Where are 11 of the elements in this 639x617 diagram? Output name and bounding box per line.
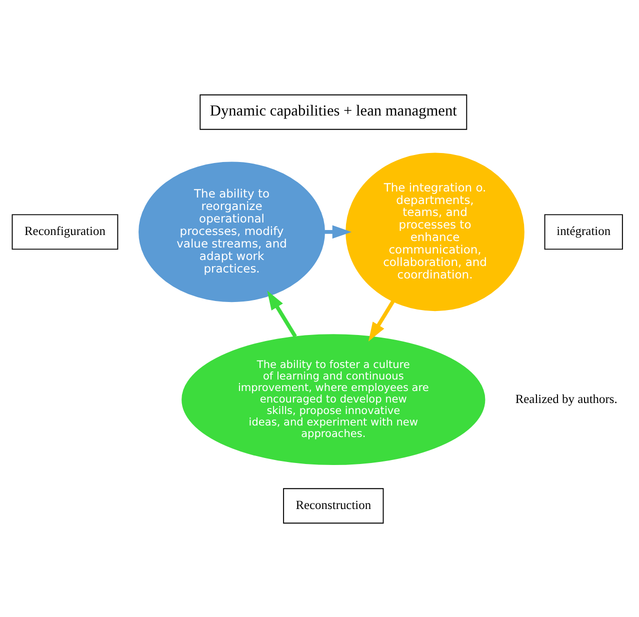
node-ellipse: The ability to foster a culture of learning and continuous improvement, where employees are encouraged to develop new skills, propose innovative ideas, and experiment with new approaches. — [182, 334, 486, 465]
node-ellipse: The integration o. departments, teams, and processes to enhance communication, collaboration, and coordination. — [346, 152, 524, 311]
arrow — [267, 290, 297, 337]
node-box: Dynamic capabilities + lean managment — [200, 94, 468, 130]
node-box: Reconstruction — [283, 488, 384, 524]
node-box: Reconfiguration — [12, 214, 118, 250]
arrow — [324, 224, 352, 238]
node-ellipse: The ability to reorganize operational processes, modify value streams, and adapt work practices. — [138, 161, 326, 302]
node-box: intégration — [544, 214, 623, 250]
arrow — [368, 300, 395, 341]
label: Realized by authors. — [515, 391, 618, 406]
